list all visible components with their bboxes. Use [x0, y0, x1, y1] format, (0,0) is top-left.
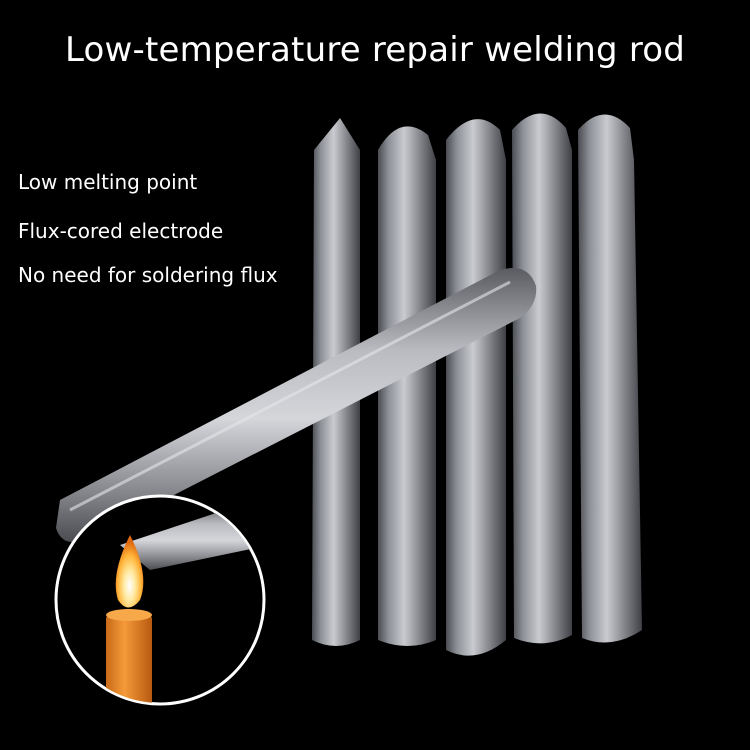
- welding-rod-icon: [512, 113, 572, 644]
- feature-item: No need for soldering flux: [18, 263, 278, 287]
- welding-rod-icon: [378, 126, 436, 646]
- candle-inset: [54, 494, 266, 706]
- page-title: Low-temperature repair welding rod: [64, 30, 686, 70]
- feature-item: Flux-cored electrode: [18, 219, 224, 243]
- welding-rod-icon: [578, 114, 642, 643]
- candle-flame-icon: [115, 535, 144, 608]
- welding-rod-icon: [446, 119, 506, 656]
- welding-rod-icon: [56, 268, 537, 543]
- feature-item: Low melting point: [18, 170, 198, 194]
